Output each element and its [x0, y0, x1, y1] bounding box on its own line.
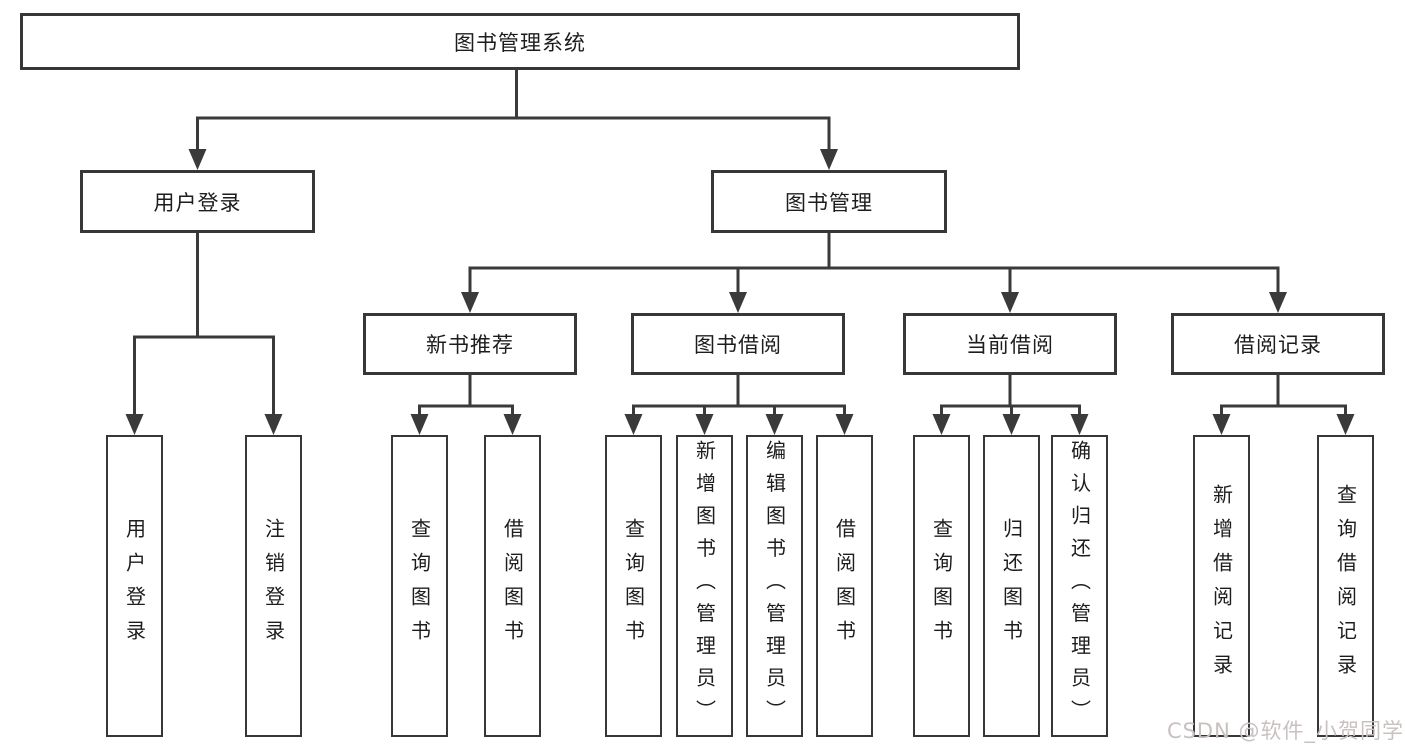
- leaf-label: 编辑图书（管理员）: [762, 440, 787, 732]
- leaf-bb-borrow-books: 借阅图书: [816, 435, 873, 737]
- edge-new-book-children: [410, 375, 522, 435]
- edge-borrow-children: [624, 375, 854, 435]
- watermark: CSDN @软件_小贺同学: [1166, 719, 1404, 743]
- leaf-br-query-record: 查询借阅记录: [1317, 435, 1374, 737]
- node-current-borrowing: 当前借阅: [903, 313, 1117, 375]
- node-label: 借阅记录: [1234, 333, 1322, 357]
- edge-records-children: [1212, 375, 1355, 435]
- leaf-label: 新增图书（管理员）: [692, 440, 717, 732]
- edge-current-children: [932, 375, 1089, 435]
- leaf-label: 归还图书: [999, 518, 1024, 654]
- leaf-label: 查询借阅记录: [1333, 484, 1358, 688]
- node-label: 当前借阅: [966, 333, 1054, 357]
- leaf-bb-query-books: 查询图书: [605, 435, 662, 737]
- leaf-user-login: 用户登录: [106, 435, 163, 737]
- leaf-label: 借阅图书: [832, 518, 857, 654]
- leaf-label: 查询图书: [621, 518, 646, 654]
- node-user-login: 用户登录: [80, 170, 315, 233]
- node-label: 图书管理: [785, 190, 873, 215]
- leaf-label: 新增借阅记录: [1209, 484, 1234, 688]
- leaf-cb-confirm-return-admin: 确认归还（管理员）: [1051, 435, 1108, 737]
- node-label: 图书借阅: [694, 333, 782, 357]
- leaf-br-add-record: 新增借阅记录: [1193, 435, 1250, 737]
- edge-book-mgmt-children: [461, 233, 1287, 313]
- leaf-label: 确认归还（管理员）: [1067, 440, 1092, 732]
- node-book-management: 图书管理: [711, 170, 947, 233]
- node-borrowing-records: 借阅记录: [1171, 313, 1385, 375]
- leaf-cb-return-books: 归还图书: [983, 435, 1040, 737]
- leaf-label: 借阅图书: [500, 518, 525, 654]
- leaf-cb-query-books: 查询图书: [913, 435, 970, 737]
- leaf-label: 查询图书: [929, 518, 954, 654]
- leaf-bb-add-books-admin: 新增图书（管理员）: [676, 435, 733, 737]
- leaf-nbr-borrow-books: 借阅图书: [484, 435, 541, 737]
- leaf-logout: 注销登录: [245, 435, 302, 737]
- leaf-bb-edit-books-admin: 编辑图书（管理员）: [746, 435, 803, 737]
- node-label: 图书管理系统: [454, 30, 586, 55]
- edge-root-to-level2: [188, 70, 838, 170]
- node-label: 用户登录: [153, 190, 242, 215]
- leaf-label: 查询图书: [407, 518, 432, 654]
- node-library-system: 图书管理系统: [20, 13, 1020, 70]
- node-book-borrowing: 图书借阅: [631, 313, 845, 375]
- leaf-label: 注销登录: [261, 518, 286, 654]
- node-label: 新书推荐: [426, 333, 514, 357]
- node-new-book-recommend: 新书推荐: [363, 313, 577, 375]
- leaf-label: 用户登录: [122, 518, 147, 654]
- edge-user-login-children: [125, 233, 283, 435]
- leaf-nbr-query-books: 查询图书: [391, 435, 448, 737]
